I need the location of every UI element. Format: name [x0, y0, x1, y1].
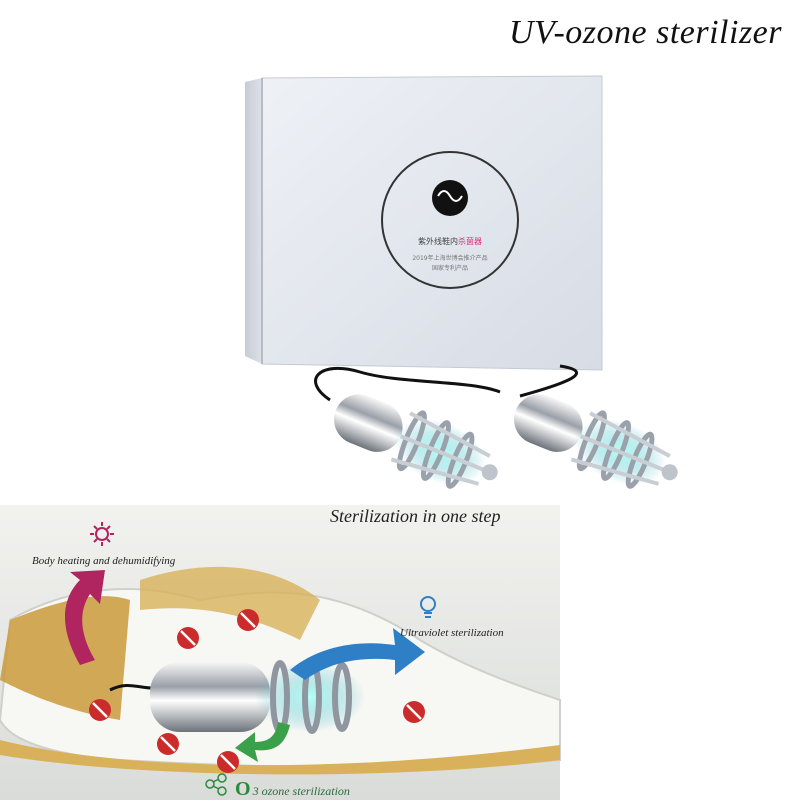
- heating-arrow: [65, 570, 105, 665]
- brand-logo-icon: [432, 180, 468, 216]
- box-brand-main: 紫外线鞋内: [418, 237, 458, 246]
- gift-box: [245, 75, 603, 371]
- uv-label: Ultraviolet sterilization: [400, 627, 504, 639]
- uv-device-right: [514, 394, 678, 495]
- sun-icon: [90, 522, 114, 546]
- box-front-panel: [261, 75, 603, 371]
- power-cables: [314, 364, 578, 402]
- bulb-icon: [420, 596, 436, 618]
- box-brand-line2: 2019年上海世博会推介产品: [412, 255, 488, 262]
- molecule-icon: [205, 773, 227, 796]
- ozone-text: 3 ozone sterilization: [252, 784, 350, 798]
- page-title: UV-ozone sterilizer: [509, 14, 782, 51]
- heating-label: Body heating and dehumidifying: [32, 555, 176, 567]
- ozone-arrow: [235, 722, 290, 762]
- box-side-panel: [245, 78, 262, 364]
- uv-device-left: [334, 394, 498, 495]
- box-brand-label: 紫外线鞋内杀菌器: [390, 236, 510, 247]
- ozone-prefix: O: [235, 778, 251, 800]
- uv-arrow: [290, 628, 425, 680]
- product-caption: Sterilization in one step: [330, 506, 501, 526]
- brand-ring: [381, 151, 519, 289]
- box-brand-line3: 国家专利产品: [431, 265, 468, 272]
- box-brand-accent: 杀菌器: [458, 237, 482, 246]
